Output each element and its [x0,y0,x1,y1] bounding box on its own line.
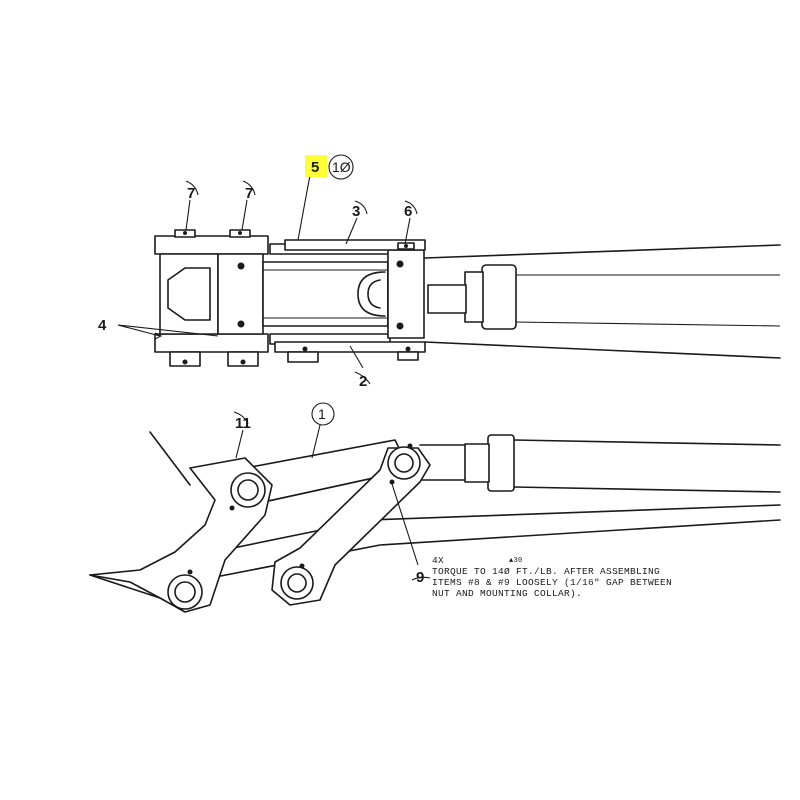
torque-note: 4X ▲30 TORQUE TO 14Ø FT./LB. AFTER ASSEM… [432,555,672,599]
upper-plate-item3 [284,239,426,251]
callout-2: 2 [359,373,367,390]
callout-leaders [117,154,431,581]
left-top-plate [154,235,269,255]
dogbone-link [271,447,431,606]
callout-7a: 7 [187,185,195,202]
boom-center-tube [262,261,389,327]
boom-bottom-edge [424,341,781,359]
pivot-lower-inner [174,581,196,603]
bucket-link-item11 [89,457,273,613]
boom-top-edge [424,244,781,259]
top-view [154,229,781,367]
side-cylinder-collar [487,434,515,492]
bracket-pocket [167,267,211,321]
arm-edge-upper [149,431,191,486]
note-superscript: ▲30 [509,557,523,565]
side-cylinder-end [464,443,490,483]
callout-4: 4 [98,317,107,334]
pin-block-right [387,249,425,339]
clevis-loop [357,271,386,317]
side-view [89,431,781,613]
callout-1: 1 [318,406,326,422]
link-pivot-top-inner [394,453,414,473]
cylinder-rod [427,284,467,314]
callout-10-circle [328,154,354,180]
cylinder-end [464,271,484,323]
note-line-3: NUT AND MOUNTING COLLAR). [432,588,582,599]
callout-5: 5 [311,159,319,176]
callout-9: 9 [416,569,424,586]
note-line-2: ITEMS #8 & #9 LOOSELY (1/16" GAP BETWEEN [432,577,672,588]
callout-6: 6 [404,203,412,220]
nut-bottom-3 [287,351,319,363]
callout-10: 1Ø [332,159,351,175]
callout-1-circle [311,402,335,426]
nut-bottom-1 [169,351,201,367]
cylinder-collar [481,264,517,330]
nut-bottom-4 [397,351,419,361]
callout-7b: 7 [245,185,253,202]
note-line-1: TORQUE TO 14Ø FT./LB. AFTER ASSEMBLING [432,566,660,577]
frame-lower-line [199,519,781,581]
left-bottom-plate [154,333,269,353]
nut-bottom-2 [227,351,259,367]
note-qty: 4X [432,555,444,566]
pivot-upper-inner [237,479,259,501]
callout-11: 11 [235,415,251,432]
callout-3: 3 [352,203,360,220]
cylinder-rod-bottom [514,321,781,327]
link-pivot-bottom-inner [287,573,307,593]
callout-5-highlight [305,155,327,177]
